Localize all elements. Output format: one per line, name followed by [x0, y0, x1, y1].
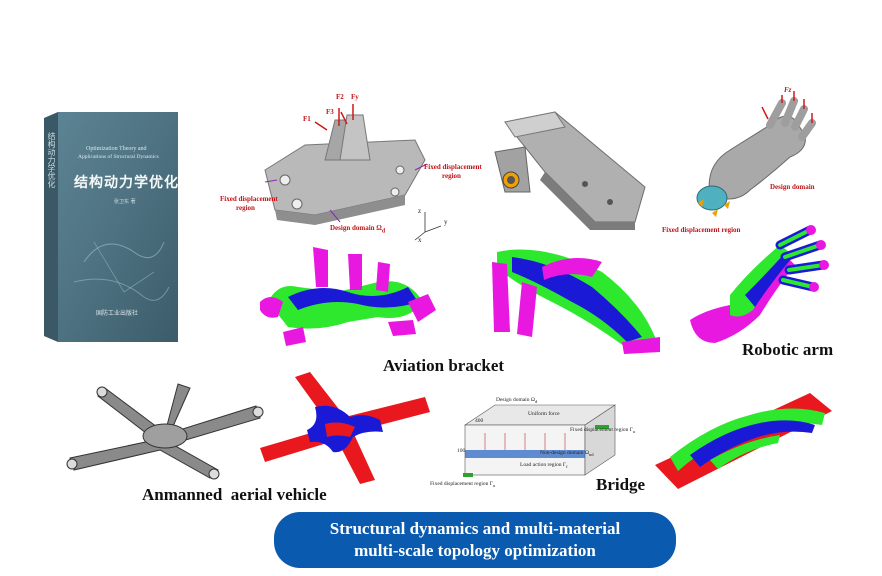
bracket-topology-result	[260, 247, 436, 346]
bracket-fixed-left-label: Fixed displacement	[220, 195, 278, 203]
book-english-title-1: Optimization Theory and	[86, 146, 147, 152]
bridge-fixed-left-label: Fixed displacement region Γu	[430, 481, 496, 489]
bracket-axis-y: y	[444, 218, 448, 226]
bridge-topology-result	[655, 393, 832, 489]
bracket-design-domain-label: Design domain Ωd	[330, 224, 386, 235]
book-cover-graphic	[44, 112, 178, 342]
bracket-f2-label: F2	[336, 93, 344, 101]
bracket-fixed-right-label: Fixed displacement	[424, 163, 482, 171]
aviation-bracket-model	[494, 111, 646, 230]
bridge-diagram	[463, 404, 616, 477]
bracket-fy-label: Fy	[351, 93, 359, 101]
bracket-fixed-left-label-2: region	[236, 204, 255, 212]
bridge-non-design-label: Non-design domain Ωnd	[540, 450, 594, 458]
bridge-uniform-force-label: Uniform force	[528, 411, 560, 417]
bracket-axis-z: z	[418, 207, 422, 215]
book-english-title-2: Applications of Structural Dynamics	[78, 154, 159, 160]
bridge-load-label: Load action region Γf	[520, 462, 568, 470]
banner-line-1: Structural dynamics and multi-material	[329, 519, 621, 538]
bracket-model	[264, 104, 442, 241]
hand-fixed-label: Fixed displacement region	[662, 226, 741, 234]
book-cover: Optimization Theory and Applications of …	[44, 112, 178, 342]
topic-banner: Structural dynamics and multi-material m…	[274, 512, 676, 568]
book-title: 结构动力学优化	[74, 175, 179, 191]
caption-bridge: Bridge	[596, 475, 646, 494]
book-author: 张卫东 著	[114, 199, 136, 205]
aviation-topology-result	[492, 249, 660, 354]
book-spine-text: 结构动力学优化	[47, 132, 56, 188]
hand-fz-label: Fz	[784, 86, 792, 94]
uav-model	[66, 383, 264, 480]
book-publisher: 国防工业出版社	[96, 310, 139, 317]
hand-design-domain-label: Design domain	[770, 183, 815, 191]
bridge-dimension-1: 400	[475, 418, 484, 424]
bracket-axis-x: x	[418, 236, 422, 244]
bridge-fixed-right-label: Fixed displacement region Γu	[570, 427, 636, 435]
caption-robotic-arm: Robotic arm	[742, 340, 834, 359]
bridge-design-domain-label: Design domain Ωd	[496, 397, 538, 405]
bracket-f3-label: F3	[326, 108, 334, 116]
hand-model	[696, 91, 816, 217]
robotic-arm-topology-result	[690, 225, 829, 343]
bracket-f1-label: F1	[303, 115, 311, 123]
bracket-fixed-right-label-2: region	[442, 172, 461, 180]
banner-line-2: multi-scale topology optimization	[354, 541, 596, 560]
bridge-dimension-2: 100	[457, 448, 466, 454]
caption-aviation-bracket: Aviation bracket	[383, 356, 505, 375]
uav-topology-result	[260, 372, 430, 484]
caption-uav: Anmanned aerial vehicle	[142, 485, 327, 504]
